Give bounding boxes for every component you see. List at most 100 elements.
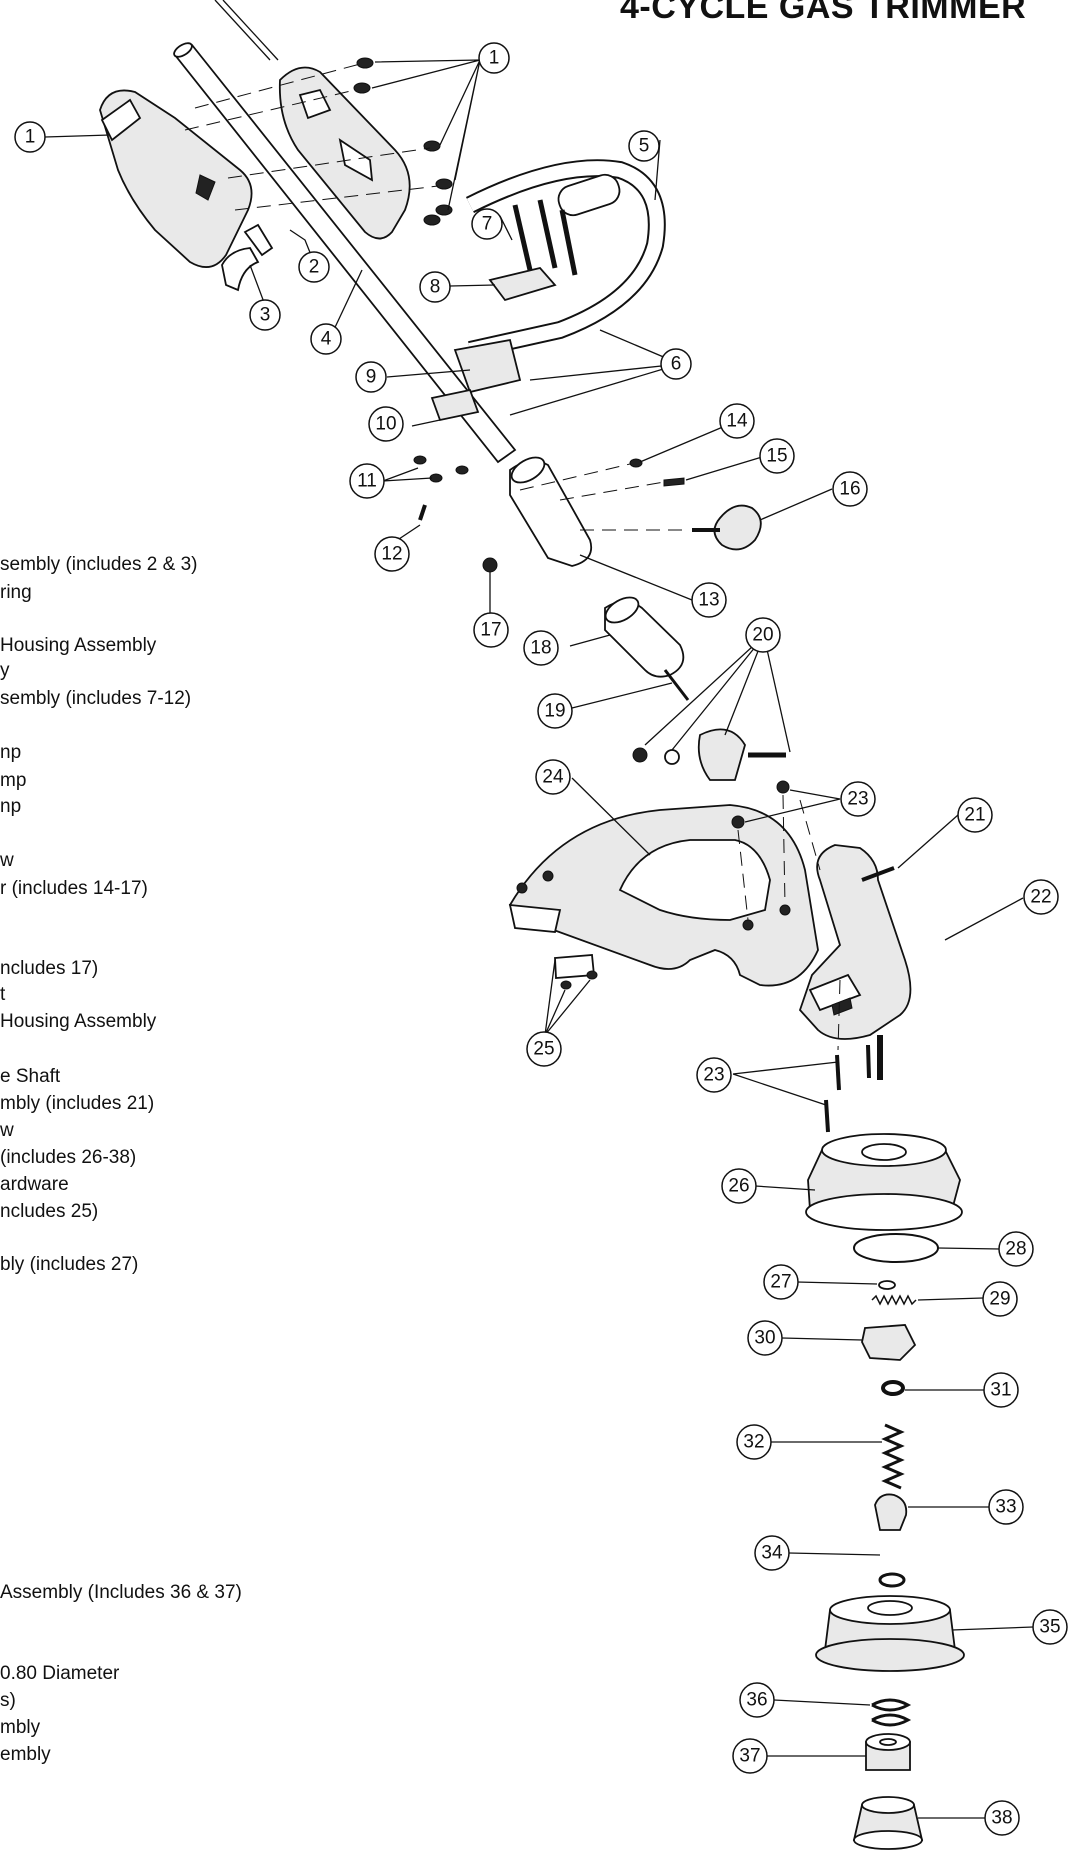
parts-list-item: Assembly (Includes 36 & 37) [0,1582,242,1603]
callout-8: 8 [419,271,451,303]
svg-text:9: 9 [366,367,377,388]
grass-guard-drawing [508,804,819,987]
svg-text:30: 30 [754,1328,775,1349]
parts-list-item: np [0,742,22,763]
svg-text:12: 12 [381,544,402,565]
callout-29: 29 [982,1281,1018,1317]
callout-33: 33 [988,1489,1024,1525]
callout-15: 15 [759,438,795,474]
parts-list-item: ardware [0,1174,69,1195]
drive-shaft-drawing [663,669,690,701]
svg-text:25: 25 [533,1039,554,1060]
callout-23-bolts: 23 [696,1057,732,1093]
parts-list-item: y [0,660,10,681]
alignment-line [194,63,361,109]
alignment-line [234,185,439,211]
parts-list-item: mp [0,770,27,791]
eyelet-drawing [874,1493,908,1531]
callout-21: 21 [957,797,993,833]
callout-28: 28 [998,1231,1034,1267]
callout-2: 2 [298,251,330,283]
retaining-clip-drawing [881,1380,905,1396]
diagram-title: 4-CYCLE GAS TRIMMER [620,0,1027,26]
callout-35: 35 [1032,1609,1068,1645]
coupler-screw-drawing [663,477,685,487]
svg-text:1: 1 [489,48,500,69]
callout-18: 18 [523,630,559,666]
svg-text:33: 33 [995,1497,1016,1518]
alignment-line [184,89,356,131]
throttle-cable-2 [222,0,279,61]
svg-text:23: 23 [847,789,868,810]
callout-25: 25 [526,1031,562,1067]
callout-30: 30 [747,1320,783,1356]
parts-list-item: e Shaft [0,1066,61,1087]
callout-1-handle: 1 [14,121,46,153]
callout-19: 19 [537,693,573,729]
loop-handle-drawing [465,159,666,359]
svg-text:18: 18 [530,638,551,659]
upper-clamp-drawing [488,266,557,302]
trimmer-head-cover-drawing [805,1133,963,1231]
svg-text:3: 3 [260,305,271,326]
gear-head-housing-drawing [798,844,912,1080]
callout-3: 3 [249,299,281,331]
lower-clamp-drawing [453,338,522,394]
spool-drawing [815,1595,965,1672]
gear-clamp-hardware-drawing [632,728,786,781]
callout-13: 13 [691,582,727,618]
alignment-line [559,481,665,501]
svg-text:6: 6 [671,354,682,375]
svg-text:29: 29 [989,1289,1010,1310]
parts-list-item: Housing Assembly [0,1011,157,1032]
parts-list-item: t [0,984,6,1005]
parts-list-item: ring [0,582,32,603]
head-ring-drawing [853,1233,939,1263]
guard-hardware-drawing [516,870,598,990]
callout-23-nuts: 23 [840,781,876,817]
callout-4: 4 [310,323,342,355]
callout-12: 12 [374,536,410,572]
svg-text:31: 31 [990,1380,1011,1401]
callout-34: 34 [754,1535,790,1571]
svg-text:17: 17 [480,620,501,641]
callout-22: 22 [1023,879,1059,915]
parts-list-item: mbly [0,1717,41,1738]
callout-37: 37 [732,1738,768,1774]
callout-26: 26 [721,1168,757,1204]
parts-list-item: sembly (includes 2 & 3) [0,554,198,575]
handle-housing-right-drawing [278,66,411,240]
svg-text:34: 34 [761,1543,783,1564]
svg-text:16: 16 [839,479,860,500]
callout-10: 10 [368,406,404,442]
svg-text:21: 21 [964,805,985,826]
callout-38: 38 [984,1800,1020,1836]
callout-36: 36 [739,1682,775,1718]
callout-5: 5 [628,130,660,162]
svg-text:35: 35 [1039,1617,1060,1638]
trigger-spring-drawing [243,223,274,257]
parts-list-item: sembly (includes 7-12) [0,688,192,709]
guard-nuts-drawing [731,780,791,931]
throttle-cable [214,0,271,61]
parts-list-item: ncludes 25) [0,1201,99,1222]
alignment-line [519,463,631,491]
svg-text:32: 32 [743,1432,764,1453]
parts-list: sembly (includes 2 & 3) ring Housing Ass… [0,0,300,1857]
handle-grip-left-drawing [99,89,260,292]
svg-text:8: 8 [430,277,441,298]
gear-head-screw-drawing [861,866,895,882]
clamp-bolts-drawing [512,199,578,276]
svg-text:11: 11 [357,471,377,492]
main-spring-drawing [881,1423,905,1490]
svg-text:2: 2 [309,257,320,278]
callout-16: 16 [832,471,868,507]
alignment-line [227,147,431,179]
spool-spring-drawing [871,1698,912,1727]
svg-text:7: 7 [482,214,493,235]
washer-drawing [878,1280,896,1290]
parts-list-item: Housing Assembly [0,635,157,656]
coupler-knob-drawing [713,504,762,551]
svg-text:20: 20 [752,625,773,646]
callout-7: 7 [471,208,503,240]
